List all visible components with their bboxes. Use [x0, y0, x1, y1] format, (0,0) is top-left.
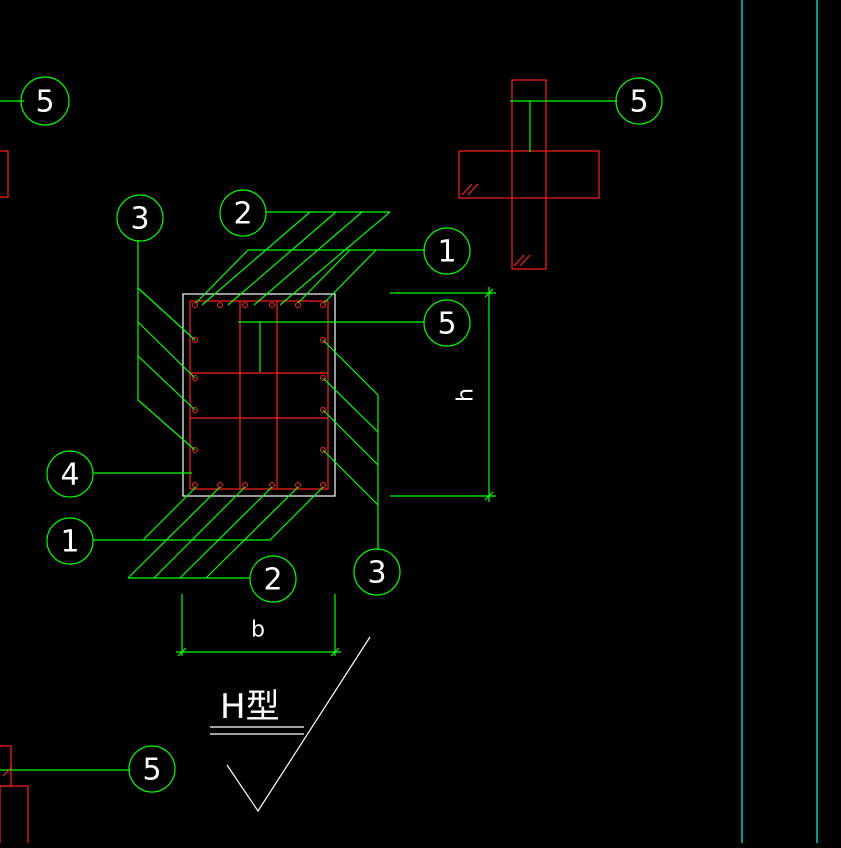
- stirrup-outer: [189, 300, 329, 490]
- cross-section-detail: [458, 79, 617, 270]
- callout-label: 1: [60, 525, 79, 560]
- callout-label: 5: [629, 85, 648, 120]
- callout-bubble: 5: [615, 77, 663, 125]
- partial-detail-bottom: [0, 745, 130, 847]
- callout-bubble: 2: [249, 555, 297, 603]
- callout-bubble: 3: [353, 548, 401, 596]
- dimension-width: b: [176, 594, 341, 657]
- callout-bubble: 4: [46, 450, 94, 498]
- dimension-label: b: [251, 618, 265, 643]
- callout-label: 3: [367, 556, 386, 591]
- callout-bubble: 3: [116, 194, 164, 242]
- dimension-label: h: [454, 388, 479, 402]
- callout-bubble: 5: [20, 76, 70, 126]
- callout-label: 3: [130, 202, 149, 237]
- right-rebar-leaders: [322, 339, 379, 550]
- leader-line: [510, 100, 531, 152]
- top-rebar-leaders: [195, 211, 425, 306]
- column-section: [182, 293, 336, 497]
- section-title: H型: [220, 687, 280, 727]
- column-outline: [182, 293, 336, 497]
- callout-bubble: 5: [423, 299, 471, 347]
- callout-label: 4: [60, 458, 79, 493]
- callout-label: 2: [263, 563, 282, 598]
- callout-label: 2: [233, 197, 252, 232]
- callout-bubble: 1: [423, 227, 471, 275]
- left-rebar-leaders: [137, 240, 196, 451]
- dimension-height: h: [390, 287, 496, 502]
- partial-column-section: [0, 150, 9, 198]
- callout-label: 5: [437, 307, 456, 342]
- section-title-block: H型: [210, 636, 371, 813]
- cross-vertical-web: [511, 79, 547, 270]
- bottom-rebar-leaders: [93, 486, 324, 579]
- callout-label: 1: [437, 235, 456, 270]
- cross-horizontal-flange: [458, 150, 600, 199]
- section-marker: [226, 636, 371, 813]
- rebar-dots: [192, 302, 326, 488]
- callout-label: 5: [35, 85, 54, 120]
- callout-bubble: 2: [219, 189, 267, 237]
- callout-bubble: 1: [46, 517, 94, 565]
- callout-label: 5: [142, 753, 161, 788]
- callout-bubble: 5: [128, 745, 176, 793]
